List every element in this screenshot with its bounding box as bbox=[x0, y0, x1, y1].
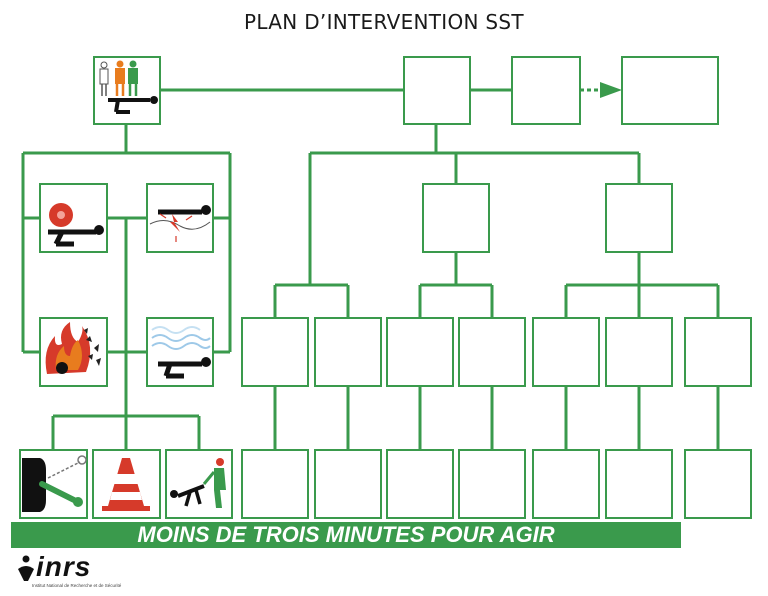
witness-victim-icon bbox=[93, 56, 161, 125]
empty-box bbox=[241, 317, 309, 387]
empty-box bbox=[511, 56, 581, 125]
logo-subtitle: Institut National de Recherche et de Séc… bbox=[32, 583, 122, 588]
banner-text: MOINS DE TROIS MINUTES POUR AGIR bbox=[137, 522, 555, 547]
empty-box bbox=[422, 183, 490, 253]
empty-box bbox=[386, 317, 454, 387]
arrow-head bbox=[600, 82, 622, 98]
empty-box bbox=[684, 449, 752, 519]
empty-box bbox=[605, 449, 673, 519]
rescue-drag-icon bbox=[165, 449, 233, 519]
traffic-cone-icon bbox=[92, 449, 161, 519]
empty-box bbox=[386, 449, 454, 519]
inrs-logo: inrs Institut National de Recherche et d… bbox=[14, 551, 124, 595]
empty-box bbox=[458, 317, 526, 387]
empty-box bbox=[532, 317, 600, 387]
empty-boxes bbox=[241, 56, 752, 519]
empty-box bbox=[314, 317, 382, 387]
fire-explosion-icon bbox=[39, 317, 108, 387]
empty-box bbox=[605, 317, 673, 387]
empty-box bbox=[532, 449, 600, 519]
time-banner: MOINS DE TROIS MINUTES POUR AGIR bbox=[11, 522, 681, 548]
bleeding-victim-icon bbox=[39, 183, 108, 253]
logo-wordmark: inrs bbox=[36, 551, 92, 582]
toxic-gas-icon bbox=[146, 317, 214, 387]
victim-extraction-icon bbox=[19, 449, 88, 519]
empty-box bbox=[605, 183, 673, 253]
empty-box bbox=[403, 56, 471, 125]
connector-lines bbox=[21, 82, 720, 450]
empty-box bbox=[314, 449, 382, 519]
empty-box bbox=[458, 449, 526, 519]
page-title: PLAN D’INTERVENTION SST bbox=[244, 10, 524, 34]
empty-box bbox=[241, 449, 309, 519]
logo-mark-icon bbox=[18, 555, 34, 581]
electric-hazard-icon bbox=[146, 183, 214, 253]
empty-box bbox=[621, 56, 719, 125]
empty-box bbox=[684, 317, 752, 387]
